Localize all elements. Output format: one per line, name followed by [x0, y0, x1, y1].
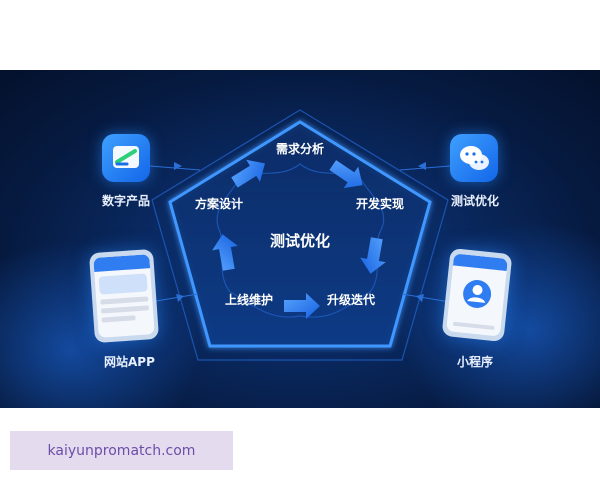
center-title: 测试优化: [270, 232, 331, 250]
mini-program-phone: [441, 248, 513, 342]
stage-solution-design: 方案设计: [195, 197, 244, 211]
user-icon: [463, 280, 492, 309]
phone-line: [100, 296, 149, 305]
mini-program-screen: [446, 253, 508, 337]
inner-ring: [216, 163, 385, 318]
stage-maintenance: 上线维护: [225, 293, 274, 307]
phone-line: [100, 305, 150, 314]
arrow-design-to-req: [231, 159, 265, 188]
connector-arrow-web: [176, 294, 184, 302]
phone-line: [101, 315, 136, 323]
web-app-phone: [88, 248, 160, 344]
connector-web: [149, 293, 199, 303]
phone-card: [98, 273, 148, 295]
connector-mini: [401, 293, 451, 303]
arrow-dev-to-upgrade: [360, 237, 386, 274]
outer-pentagon: [151, 109, 449, 361]
digital-product-icon: [102, 134, 150, 182]
chat-bubbles-icon: [450, 134, 498, 182]
connector-arrow-test: [418, 162, 426, 170]
digital-product-label: 数字产品: [102, 194, 151, 208]
arrow-maint-to-design: [212, 234, 238, 271]
connector-arrow-digital: [174, 162, 182, 170]
stage-requirements: 需求分析: [276, 142, 325, 156]
mini-program-label: 小程序: [457, 355, 494, 369]
connector-arrow-mini: [416, 294, 424, 302]
phone-line: [452, 321, 495, 331]
stage-upgrade: 升级迭代: [327, 293, 376, 307]
web-app-label: 网站APP: [104, 355, 155, 369]
test-optimization-label: 测试优化: [451, 194, 500, 208]
stage-development: 开发实现: [356, 197, 405, 211]
phone-header-bar: [93, 254, 151, 273]
web-app-screen: [93, 254, 155, 338]
watermark: kaiyunpromatch.com: [10, 431, 233, 470]
cycle-diagram: [149, 109, 451, 361]
arrow-req-to-dev: [329, 160, 363, 189]
arrow-maint-to-upgrade: [284, 293, 320, 319]
diagram-banner: 需求分析 开发实现 升级迭代 上线维护 方案设计 测试优化 数字产品 测试优化: [0, 70, 600, 408]
